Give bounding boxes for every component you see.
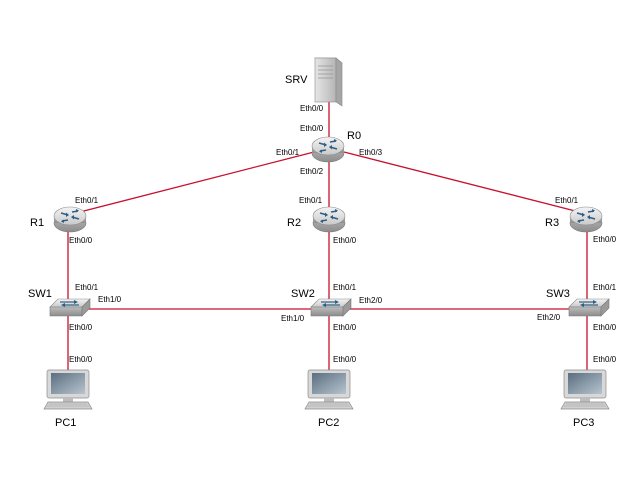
node-label-r2: R2 — [287, 217, 301, 229]
port-label-sw3-eth00: Eth0/0 — [593, 323, 617, 332]
router-icon — [53, 206, 87, 233]
pc-icon — [304, 369, 354, 410]
port-label-r0-eth03: Eth0/3 — [359, 148, 383, 157]
pc-pc1[interactable]: PC1 — [43, 369, 93, 429]
switch-sw3[interactable]: SW3 — [546, 288, 610, 317]
router-r0[interactable]: R0 — [311, 130, 361, 163]
port-label-sw1-eth10: Eth1/0 — [98, 295, 122, 304]
switch-sw2[interactable]: SW2 — [291, 288, 352, 317]
port-label-r3-eth01: Eth0/1 — [555, 196, 579, 205]
node-label-r1: R1 — [30, 217, 44, 229]
port-label-sw2-eth00: Eth0/0 — [333, 323, 357, 332]
router-icon — [311, 136, 345, 163]
node-label-pc1: PC1 — [55, 417, 76, 429]
link-r0-r3 — [343, 151, 588, 215]
port-label-sw3-eth01: Eth0/1 — [593, 283, 617, 292]
switch-icon — [310, 298, 352, 317]
node-label-sw1: SW1 — [28, 288, 52, 300]
switch-icon — [568, 298, 610, 317]
port-label-pc3-eth00: Eth0/0 — [593, 355, 617, 364]
port-label-pc1-eth00: Eth0/0 — [69, 355, 93, 364]
port-label-sw2-eth10: Eth1/0 — [281, 314, 305, 323]
links — [67, 98, 588, 370]
port-label-sw2-eth20: Eth2/0 — [359, 296, 383, 305]
node-label-pc2: PC2 — [318, 417, 339, 429]
pc-icon — [43, 369, 93, 410]
port-label-sw3-eth20: Eth2/0 — [537, 313, 561, 322]
port-label-sw2-eth01: Eth0/1 — [333, 283, 357, 292]
port-labels: Eth0/0 Eth0/0 Eth0/1 Eth0/3 Eth0/2 Eth0/… — [69, 104, 617, 364]
pc-pc3[interactable]: PC3 — [560, 369, 610, 429]
node-label-sw2: SW2 — [291, 288, 315, 300]
pc-pc2[interactable]: PC2 — [304, 369, 354, 429]
server-icon — [314, 57, 343, 107]
node-label-pc3: PC3 — [573, 417, 594, 429]
node-label-r0: R0 — [347, 130, 361, 142]
port-label-r1-eth01: Eth0/1 — [75, 196, 99, 205]
port-label-r1-eth00: Eth0/0 — [69, 236, 93, 245]
router-r2[interactable]: R2 — [287, 206, 346, 233]
node-label-srv: SRV — [285, 74, 308, 86]
switch-sw1[interactable]: SW1 — [28, 288, 91, 317]
router-icon — [312, 206, 346, 233]
link-r0-r1 — [71, 151, 315, 215]
port-label-r2-eth01: Eth0/1 — [299, 196, 323, 205]
port-label-srv-eth00: Eth0/0 — [300, 104, 324, 113]
node-label-r3: R3 — [545, 217, 559, 229]
node-label-sw3: SW3 — [546, 288, 570, 300]
port-label-r0-eth02: Eth0/2 — [300, 167, 324, 176]
port-label-r3-eth00: Eth0/0 — [593, 235, 617, 244]
port-label-sw1-eth00: Eth0/0 — [69, 323, 93, 332]
server-srv[interactable]: SRV — [285, 57, 343, 107]
router-r1[interactable]: R1 — [30, 206, 87, 233]
router-r3[interactable]: R3 — [545, 206, 603, 233]
router-icon — [569, 206, 603, 233]
port-label-r2-eth00: Eth0/0 — [333, 236, 357, 245]
port-label-r0-eth00: Eth0/0 — [300, 124, 324, 133]
port-label-r0-eth01: Eth0/1 — [276, 148, 300, 157]
port-label-sw1-eth01: Eth0/1 — [75, 283, 99, 292]
switch-icon — [49, 298, 91, 317]
pc-icon — [560, 369, 610, 410]
port-label-pc2-eth00: Eth0/0 — [333, 355, 357, 364]
